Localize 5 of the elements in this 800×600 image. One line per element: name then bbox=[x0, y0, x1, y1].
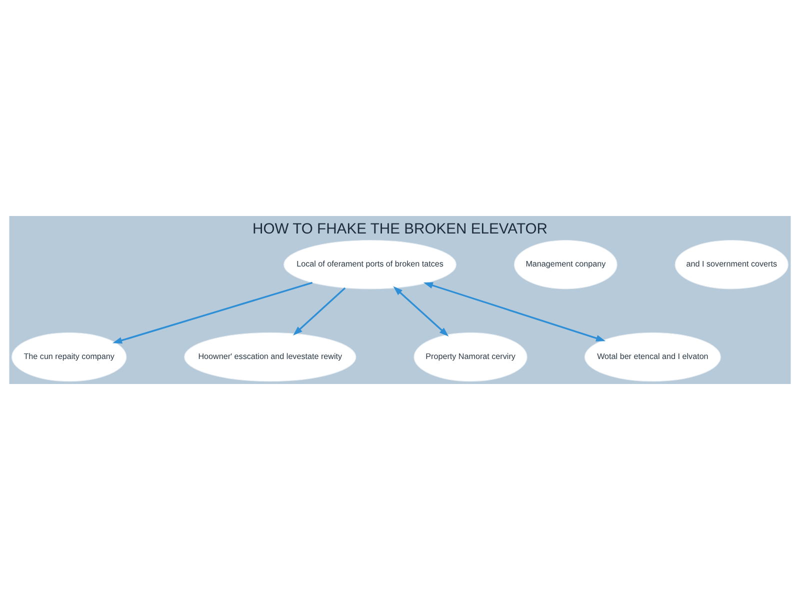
arrow bbox=[112, 282, 313, 344]
arrow bbox=[393, 286, 449, 337]
arrow bbox=[423, 282, 606, 342]
arrow bbox=[293, 287, 346, 336]
diagram-title: HOW TO FHAKE THE BROKEN ELEVATOR bbox=[252, 221, 548, 238]
